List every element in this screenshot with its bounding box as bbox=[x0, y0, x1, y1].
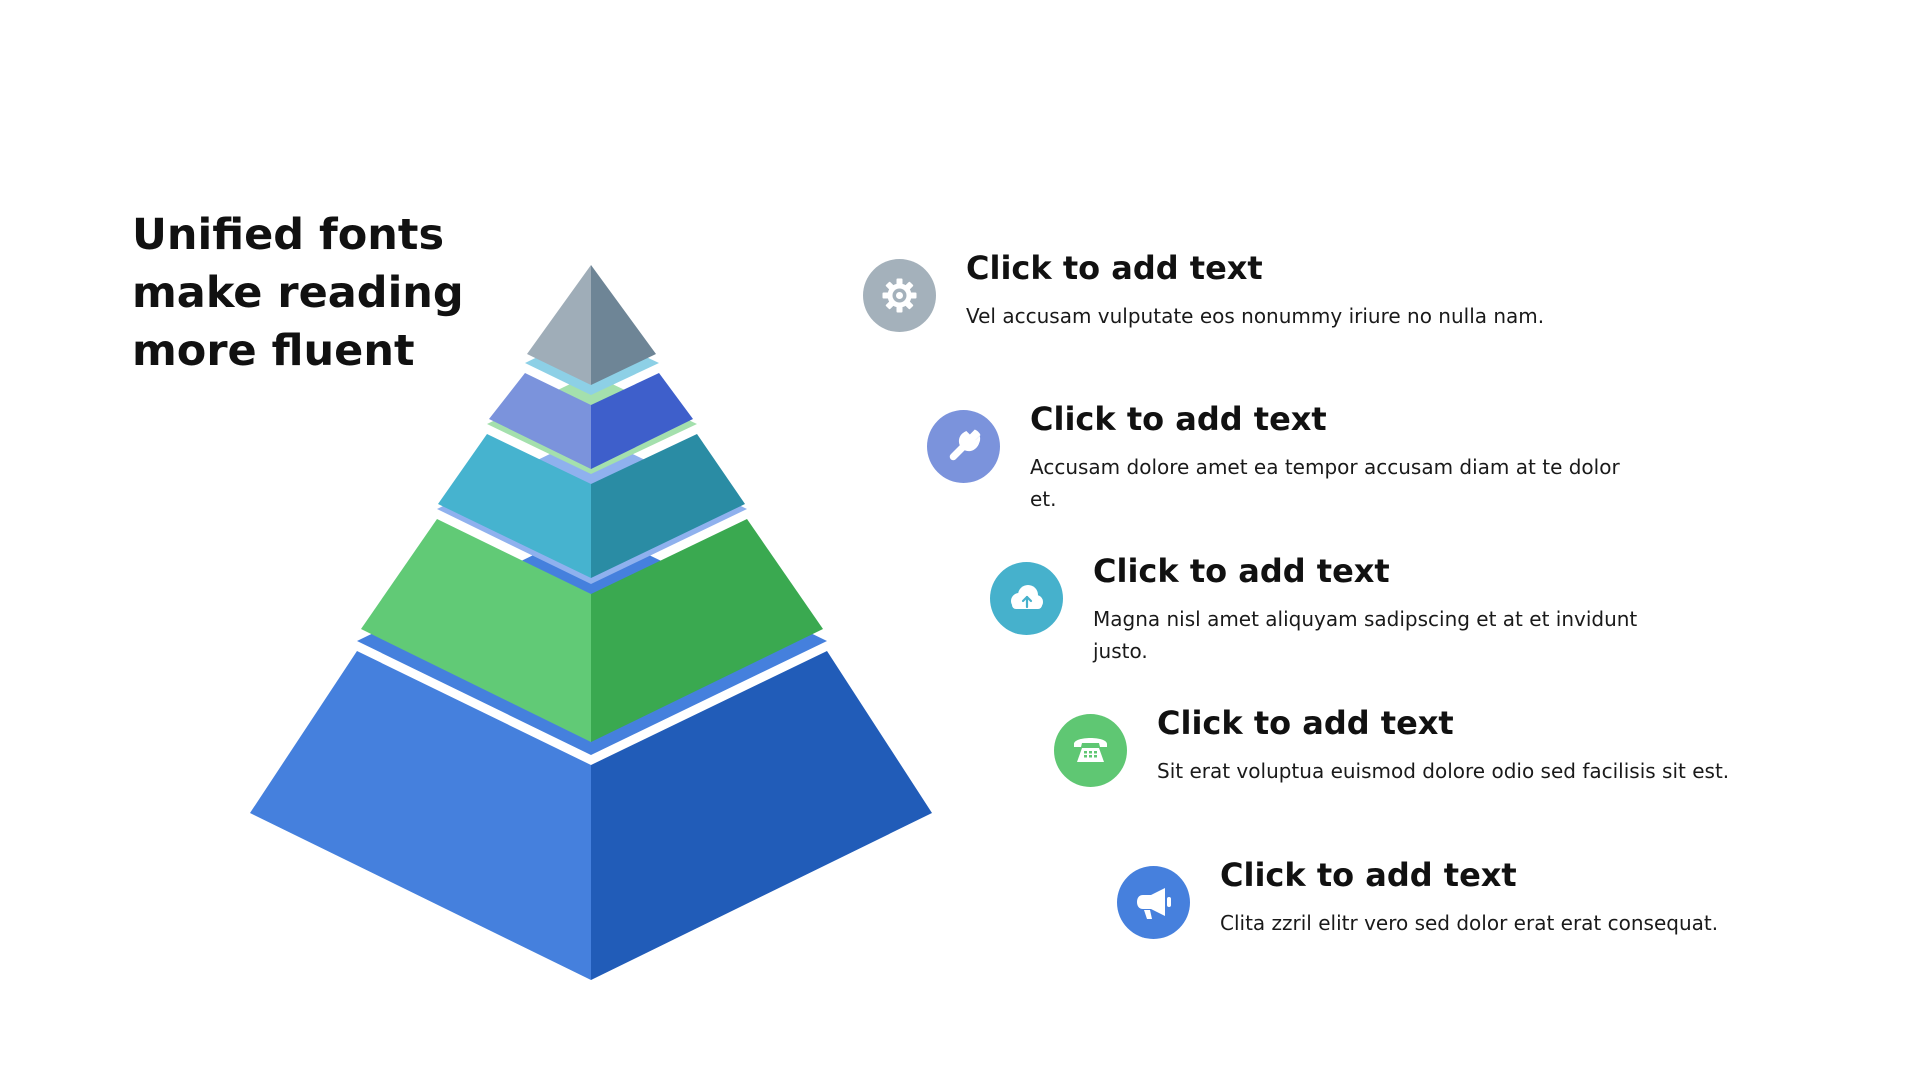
item-5-title[interactable]: Click to add text bbox=[1220, 856, 1517, 894]
pyramid-level-1 bbox=[527, 265, 656, 385]
pyramid-level-5-right-face bbox=[591, 651, 932, 980]
pyramid-level-3-left-face bbox=[438, 434, 591, 578]
item-5-description[interactable]: Clita zzril elitr vero sed dolor erat er… bbox=[1220, 911, 1719, 935]
cloud-upload-icon[interactable] bbox=[990, 562, 1063, 635]
headline: Unified fonts make reading more fluent bbox=[132, 206, 492, 380]
pyramid-level-3-right-face bbox=[591, 434, 745, 578]
gear-icon[interactable] bbox=[863, 259, 936, 332]
pyramid-level-1-right-face bbox=[591, 265, 656, 385]
pyramid-level-4-left-face bbox=[361, 519, 591, 742]
item-2-description[interactable]: Accusam dolore amet ea tempor accusam di… bbox=[1030, 455, 1620, 511]
megaphone-icon[interactable] bbox=[1117, 866, 1190, 939]
telephone-icon[interactable] bbox=[1054, 714, 1127, 787]
item-4-description[interactable]: Sit erat voluptua euismod dolore odio se… bbox=[1157, 759, 1730, 783]
wrench-icon[interactable] bbox=[927, 410, 1000, 483]
pyramid-level-2-right-face bbox=[591, 373, 693, 469]
item-2-title[interactable]: Click to add text bbox=[1030, 400, 1327, 438]
item-3-title[interactable]: Click to add text bbox=[1093, 552, 1390, 590]
item-4-title[interactable]: Click to add text bbox=[1157, 704, 1454, 742]
headline-line-2: make reading bbox=[132, 268, 464, 318]
pyramid-level-4-right-face bbox=[591, 519, 823, 742]
item-1-title[interactable]: Click to add text bbox=[966, 249, 1263, 287]
pyramid-level-2-left-face bbox=[489, 373, 591, 469]
pyramid-level-5-left-face bbox=[250, 651, 591, 980]
pyramid-level-1-left-face bbox=[527, 265, 591, 385]
item-3-description[interactable]: Magna nisl amet aliquyam sadipscing et a… bbox=[1093, 607, 1638, 663]
headline-line-3: more fluent bbox=[132, 326, 415, 376]
headline-line-1: Unified fonts bbox=[132, 210, 445, 260]
item-1-description[interactable]: Vel accusam vulputate eos nonummy iriure… bbox=[966, 304, 1545, 328]
